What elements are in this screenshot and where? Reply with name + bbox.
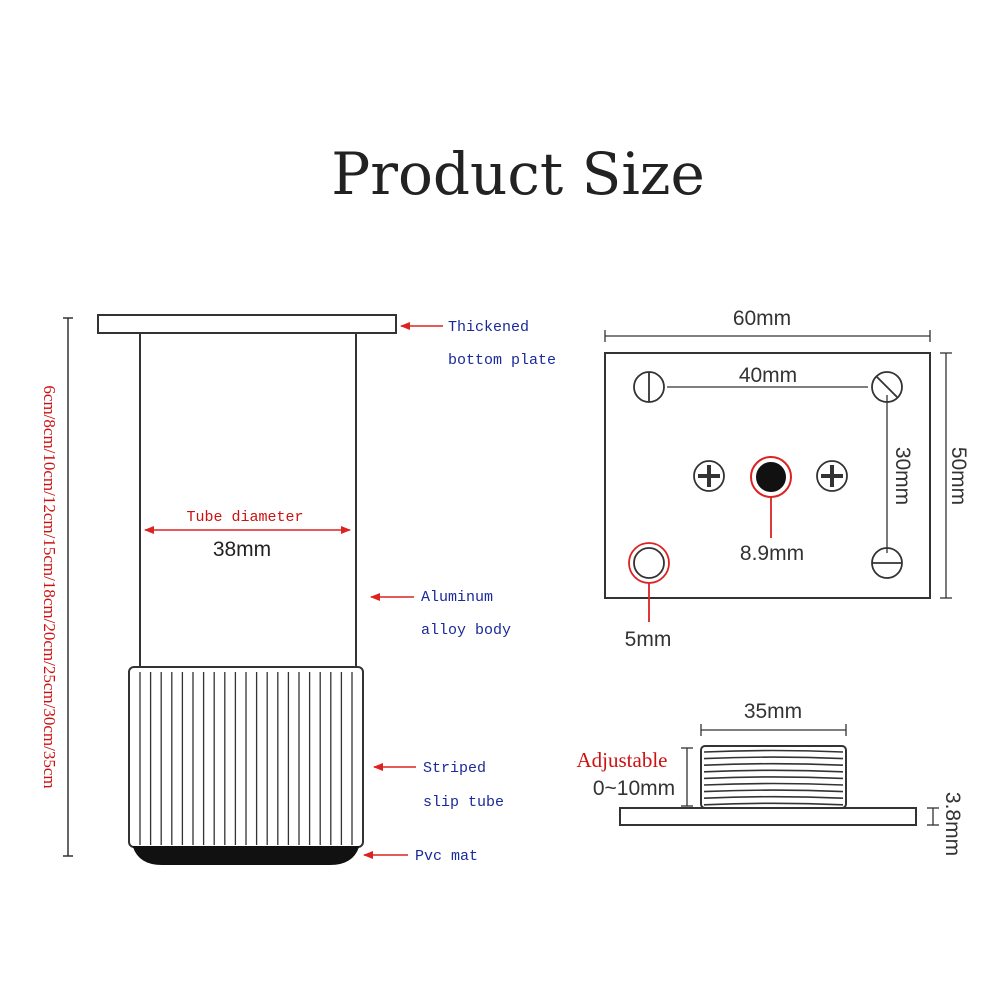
thread-ring xyxy=(703,782,844,786)
thread-ring xyxy=(703,749,844,753)
page-title: Product Size xyxy=(331,140,705,208)
thread-ring xyxy=(703,776,844,780)
aluminum-body xyxy=(139,332,357,668)
callout-tube-line2: slip tube xyxy=(423,794,504,811)
callout-mat: Pvc mat xyxy=(415,848,478,865)
corner-hole-bottom-right xyxy=(871,547,903,579)
corner-hole-top-right xyxy=(871,371,903,403)
screw-right xyxy=(816,460,848,492)
thread-ring xyxy=(703,789,844,793)
thread-ring xyxy=(703,756,844,760)
adjuster-drawing xyxy=(619,724,939,826)
thread-width-label: 35mm xyxy=(744,700,802,723)
corner-hole-top-left xyxy=(633,371,665,403)
callout-plate-line1: Thickened xyxy=(448,319,529,336)
plate-drawing xyxy=(604,330,952,599)
thread-ring xyxy=(703,762,844,766)
callout-tube-line1: Striped xyxy=(423,760,486,777)
hole-spacing-h-label: 40mm xyxy=(739,364,797,387)
thread-ring xyxy=(703,769,844,773)
thread-ring xyxy=(703,802,844,806)
screw-left xyxy=(693,460,725,492)
tube-diameter-label: Tube diameter xyxy=(186,509,303,526)
callout-body-line2: alloy body xyxy=(421,622,511,639)
plate-thickness-label: 3.8mm xyxy=(941,792,964,856)
thickened-plate xyxy=(97,314,397,334)
plate-height-label: 50mm xyxy=(947,447,970,505)
hole-spacing-v-label: 30mm xyxy=(891,447,914,505)
height-options-label: 6cm/8cm/10cm/12cm/15cm/18cm/20cm/25cm/30… xyxy=(40,385,59,788)
callout-body-line1: Aluminum xyxy=(421,589,493,606)
thread-ring xyxy=(703,795,844,799)
adjust-label-line1: Adjustable xyxy=(577,748,668,772)
plate-width-label: 60mm xyxy=(733,307,791,330)
center-hole-label: 8.9mm xyxy=(740,542,804,565)
adjust-label-line2: 0~10mm xyxy=(593,777,675,800)
center-hole xyxy=(750,456,792,498)
pvc-mat xyxy=(132,846,360,865)
corner-hole-label: 5mm xyxy=(625,628,672,651)
tube-diameter-value: 38mm xyxy=(213,538,271,561)
adjuster-base-plate xyxy=(619,807,917,826)
leg-drawing xyxy=(63,314,397,865)
callout-plate-line2: bottom plate xyxy=(448,352,556,369)
